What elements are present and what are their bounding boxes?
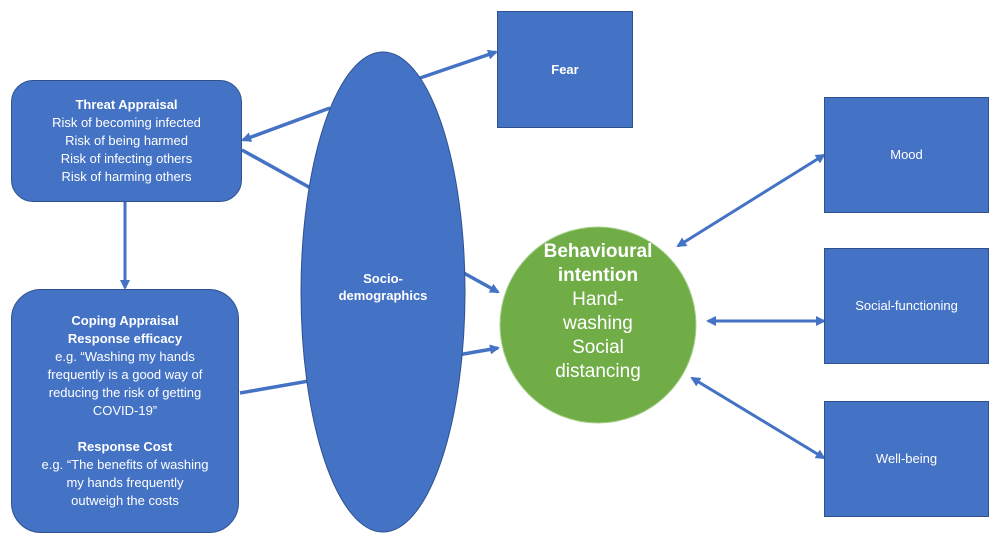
coping-appraisal-title: Coping Appraisal	[71, 313, 179, 328]
fear-box: Fear	[497, 11, 633, 128]
behaviour-sub-line: Hand-	[572, 289, 624, 310]
cost-line: my hands frequently	[66, 475, 184, 490]
threat-item: Risk of harming others	[61, 169, 192, 184]
mood-box: Mood	[824, 97, 989, 213]
socio-line: demographics	[338, 288, 428, 303]
edge-behaviour-wellbeing	[690, 376, 826, 460]
threat-appraisal-box: Threat Appraisal Risk of becoming infect…	[11, 80, 242, 202]
behaviour-title-line: intention	[557, 265, 639, 286]
cost-line: e.g. “The benefits of washing	[41, 457, 209, 472]
edge-socio-to-fear	[419, 49, 498, 80]
behaviour-sub-line: distancing	[555, 361, 641, 382]
mood-label: Mood	[890, 147, 923, 162]
behavioural-intention-circle	[499, 226, 697, 424]
response-cost-title: Response Cost	[77, 439, 173, 454]
efficacy-line: e.g. “Washing my hands	[55, 349, 195, 364]
cost-line: outweigh the costs	[71, 493, 179, 508]
threat-item: Risk of being harmed	[65, 133, 188, 148]
socio-demographics-label: Socio- demographics	[303, 270, 463, 304]
edge-behaviour-mood	[676, 153, 826, 248]
socio-line: Socio-	[363, 271, 403, 286]
efficacy-line: COVID-19”	[92, 403, 158, 418]
efficacy-line: reducing the risk of getting	[48, 385, 202, 400]
edge-socio-to-threat	[241, 106, 331, 142]
well-being-label: Well-being	[875, 451, 938, 466]
threat-item: Risk of becoming infected	[52, 115, 201, 130]
response-efficacy-title: Response efficacy	[67, 331, 183, 346]
socio-demographics-ellipse	[300, 51, 466, 533]
behaviour-sub-line: washing	[563, 313, 633, 334]
coping-appraisal-box: Coping Appraisal Response efficacy e.g. …	[11, 289, 239, 533]
threat-appraisal-title: Threat Appraisal	[75, 97, 178, 112]
social-functioning-box: Social-functioning	[824, 248, 989, 364]
threat-item: Risk of infecting others	[60, 151, 193, 166]
behaviour-title-line: Behavioural	[543, 241, 653, 262]
social-functioning-label: Social-functioning	[855, 298, 958, 313]
fear-label: Fear	[551, 61, 579, 77]
well-being-box: Well-being	[824, 401, 989, 517]
efficacy-line: frequently is a good way of	[47, 367, 203, 382]
behaviour-sub-line: Social	[572, 337, 624, 358]
behavioural-intention-label: Behavioural intention Hand- washing Soci…	[510, 240, 686, 384]
